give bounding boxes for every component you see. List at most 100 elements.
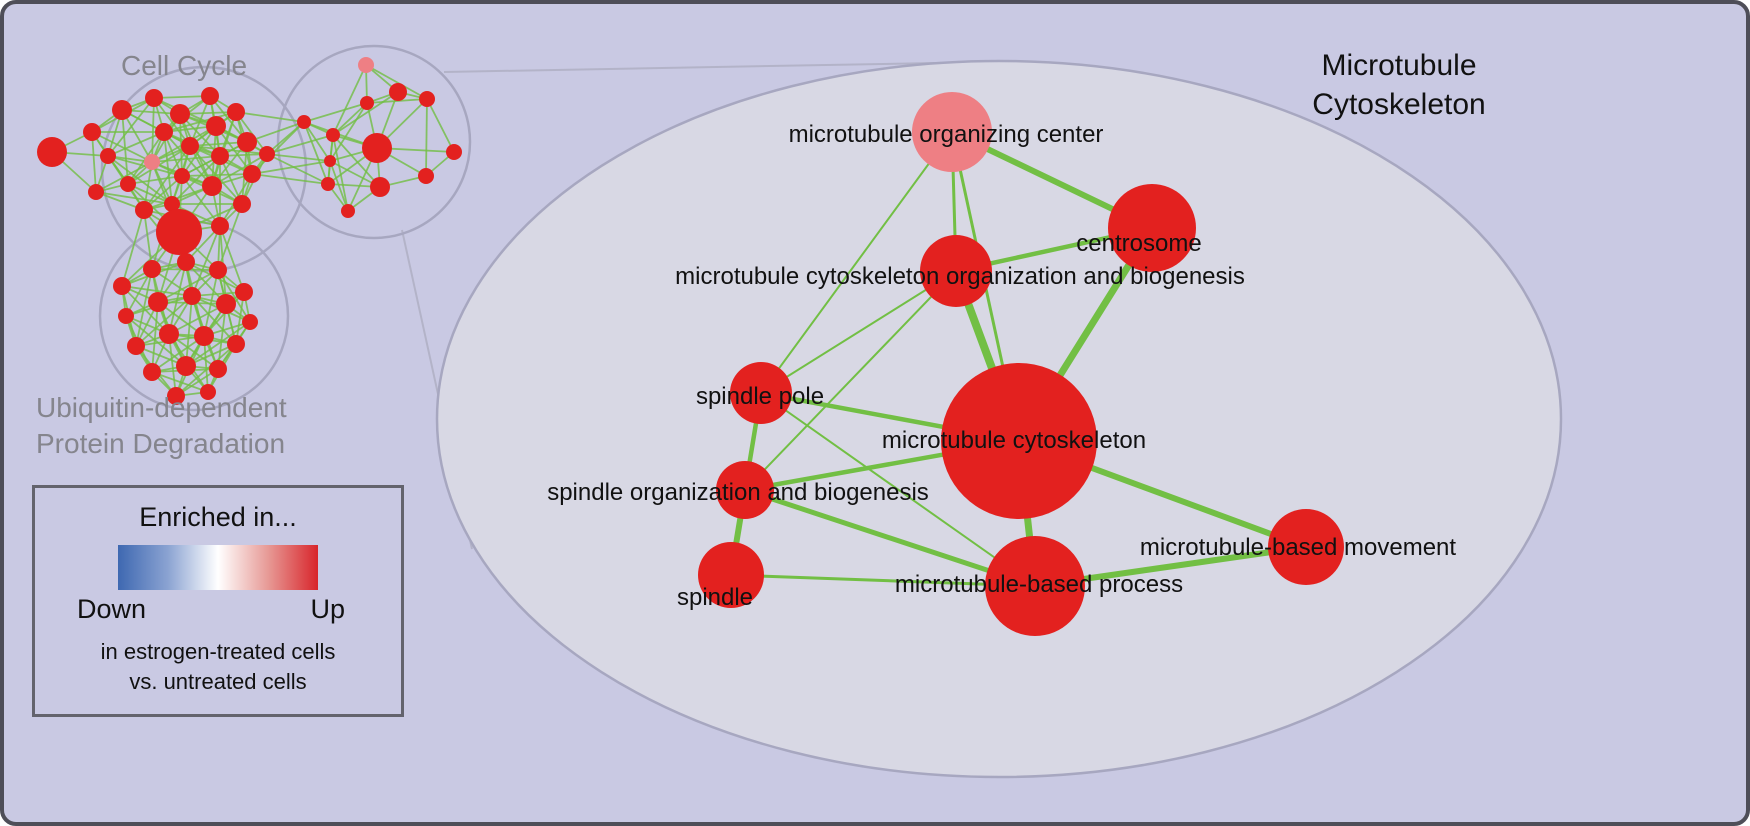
mini-edge bbox=[235, 111, 305, 123]
mini-node bbox=[181, 137, 199, 155]
mini-node bbox=[120, 176, 136, 192]
mini-node bbox=[112, 100, 132, 120]
legend-ends-row: Down Up bbox=[35, 590, 401, 625]
mini-node bbox=[148, 292, 168, 312]
mini-node bbox=[100, 148, 116, 164]
cell-cycle-cluster-label: Cell Cycle bbox=[120, 50, 248, 81]
node-mt_process bbox=[985, 536, 1085, 636]
mini-node bbox=[88, 184, 104, 200]
mini-node bbox=[83, 123, 101, 141]
mini-edge bbox=[219, 225, 245, 293]
mini-node bbox=[389, 83, 407, 101]
mini-edge bbox=[191, 225, 221, 297]
node-mt_cytoskeleton bbox=[941, 363, 1097, 519]
mini-edge bbox=[332, 102, 368, 136]
mini-edge bbox=[153, 95, 211, 99]
mini-edge bbox=[266, 121, 305, 155]
mini-node bbox=[200, 384, 216, 400]
mini-edge bbox=[266, 134, 334, 155]
ubiquitin-cluster-label: Ubiquitin-dependent Protein Degradation bbox=[36, 390, 287, 463]
node-label-moc: microtubule organizing center bbox=[789, 121, 1104, 148]
mini-edge bbox=[332, 134, 349, 212]
mini-node bbox=[170, 104, 190, 124]
mini-node bbox=[216, 294, 236, 314]
mini-node bbox=[235, 283, 253, 301]
mini-edge bbox=[425, 98, 428, 177]
mini-edge bbox=[91, 131, 153, 163]
mini-node bbox=[183, 287, 201, 305]
mini-node bbox=[326, 128, 340, 142]
node-label-mt_process: microtubule-based process bbox=[895, 571, 1183, 598]
legend-gradient-bar bbox=[118, 545, 318, 590]
legend: Enriched in... Down Up in estrogen-treat… bbox=[32, 485, 404, 717]
mini-node bbox=[341, 204, 355, 218]
mini-edge bbox=[266, 153, 329, 185]
mini-node bbox=[233, 195, 251, 213]
mini-node bbox=[206, 116, 226, 136]
mini-edge bbox=[107, 131, 165, 157]
mini-edge bbox=[107, 97, 155, 157]
magnifier-connector-line bbox=[443, 61, 990, 73]
legend-up-label: Up bbox=[310, 594, 345, 624]
cluster-circle-microtubule-cytoskeleton bbox=[276, 44, 472, 240]
mini-edge bbox=[303, 121, 329, 185]
mini-edge bbox=[185, 321, 251, 367]
edge-mcob-spindle_org bbox=[744, 270, 957, 491]
mini-node bbox=[201, 87, 219, 105]
mini-edge bbox=[168, 333, 177, 397]
mini-node bbox=[362, 133, 392, 163]
network-scene: microtubule organizing centercentrosomem… bbox=[37, 44, 1563, 779]
mini-node bbox=[159, 324, 179, 344]
node-label-mt_cytoskeleton: microtubule cytoskeleton bbox=[882, 427, 1146, 454]
mini-edge bbox=[217, 269, 251, 323]
node-centrosome bbox=[1108, 184, 1196, 272]
mini-edge bbox=[332, 134, 381, 188]
node-mt_movement bbox=[1268, 509, 1344, 585]
mini-node bbox=[446, 144, 462, 160]
microtubule-cluster-label-line1: Microtubule bbox=[1321, 49, 1477, 82]
mini-node bbox=[164, 196, 180, 212]
mini-edge bbox=[95, 161, 153, 193]
mini-edge bbox=[179, 113, 183, 177]
mini-node bbox=[227, 335, 245, 353]
mini-edge bbox=[246, 121, 305, 143]
edge-mcob-spindle_pole bbox=[760, 270, 957, 394]
ubiquitin-cluster-label-line1: Ubiquitin-dependent bbox=[36, 392, 287, 423]
mini-edge bbox=[189, 145, 268, 155]
mini-edge bbox=[91, 131, 97, 193]
mini-node bbox=[243, 165, 261, 183]
mini-node bbox=[145, 89, 163, 107]
legend-caption-line1: in estrogen-treated cells bbox=[100, 639, 336, 664]
node-label-spindle: spindle bbox=[677, 584, 753, 611]
mini-node bbox=[174, 168, 190, 184]
mini-edge bbox=[157, 269, 219, 303]
mini-edge bbox=[125, 315, 187, 367]
mini-edge bbox=[251, 173, 329, 185]
edge-moc-spindle_pole bbox=[760, 131, 953, 394]
mini-edge bbox=[151, 301, 159, 373]
mini-node bbox=[194, 326, 214, 346]
legend-title: Enriched in... bbox=[139, 502, 297, 532]
mini-edge bbox=[181, 173, 253, 177]
mini-edge bbox=[332, 91, 399, 136]
mini-edge bbox=[366, 98, 428, 104]
node-label-mt_movement: microtubule-based movement bbox=[1140, 534, 1456, 561]
edge-spindle_pole-mt_process bbox=[760, 392, 1036, 587]
mini-edge bbox=[135, 295, 193, 347]
mini-edge bbox=[127, 183, 173, 205]
mini-node bbox=[237, 132, 257, 152]
legend-down-label: Down bbox=[77, 594, 147, 624]
node-spindle_org bbox=[716, 461, 774, 519]
mini-edge bbox=[303, 121, 331, 162]
mini-edge bbox=[426, 98, 455, 153]
legend-caption-line2: vs. untreated cells bbox=[129, 668, 307, 694]
mini-edge bbox=[151, 335, 205, 373]
mini-node bbox=[176, 356, 196, 376]
mini-node bbox=[144, 154, 160, 170]
mini-node bbox=[209, 360, 227, 378]
mini-edge bbox=[121, 109, 129, 185]
mini-edge bbox=[168, 333, 219, 370]
mini-node bbox=[242, 314, 258, 330]
mini-edge bbox=[127, 175, 183, 185]
